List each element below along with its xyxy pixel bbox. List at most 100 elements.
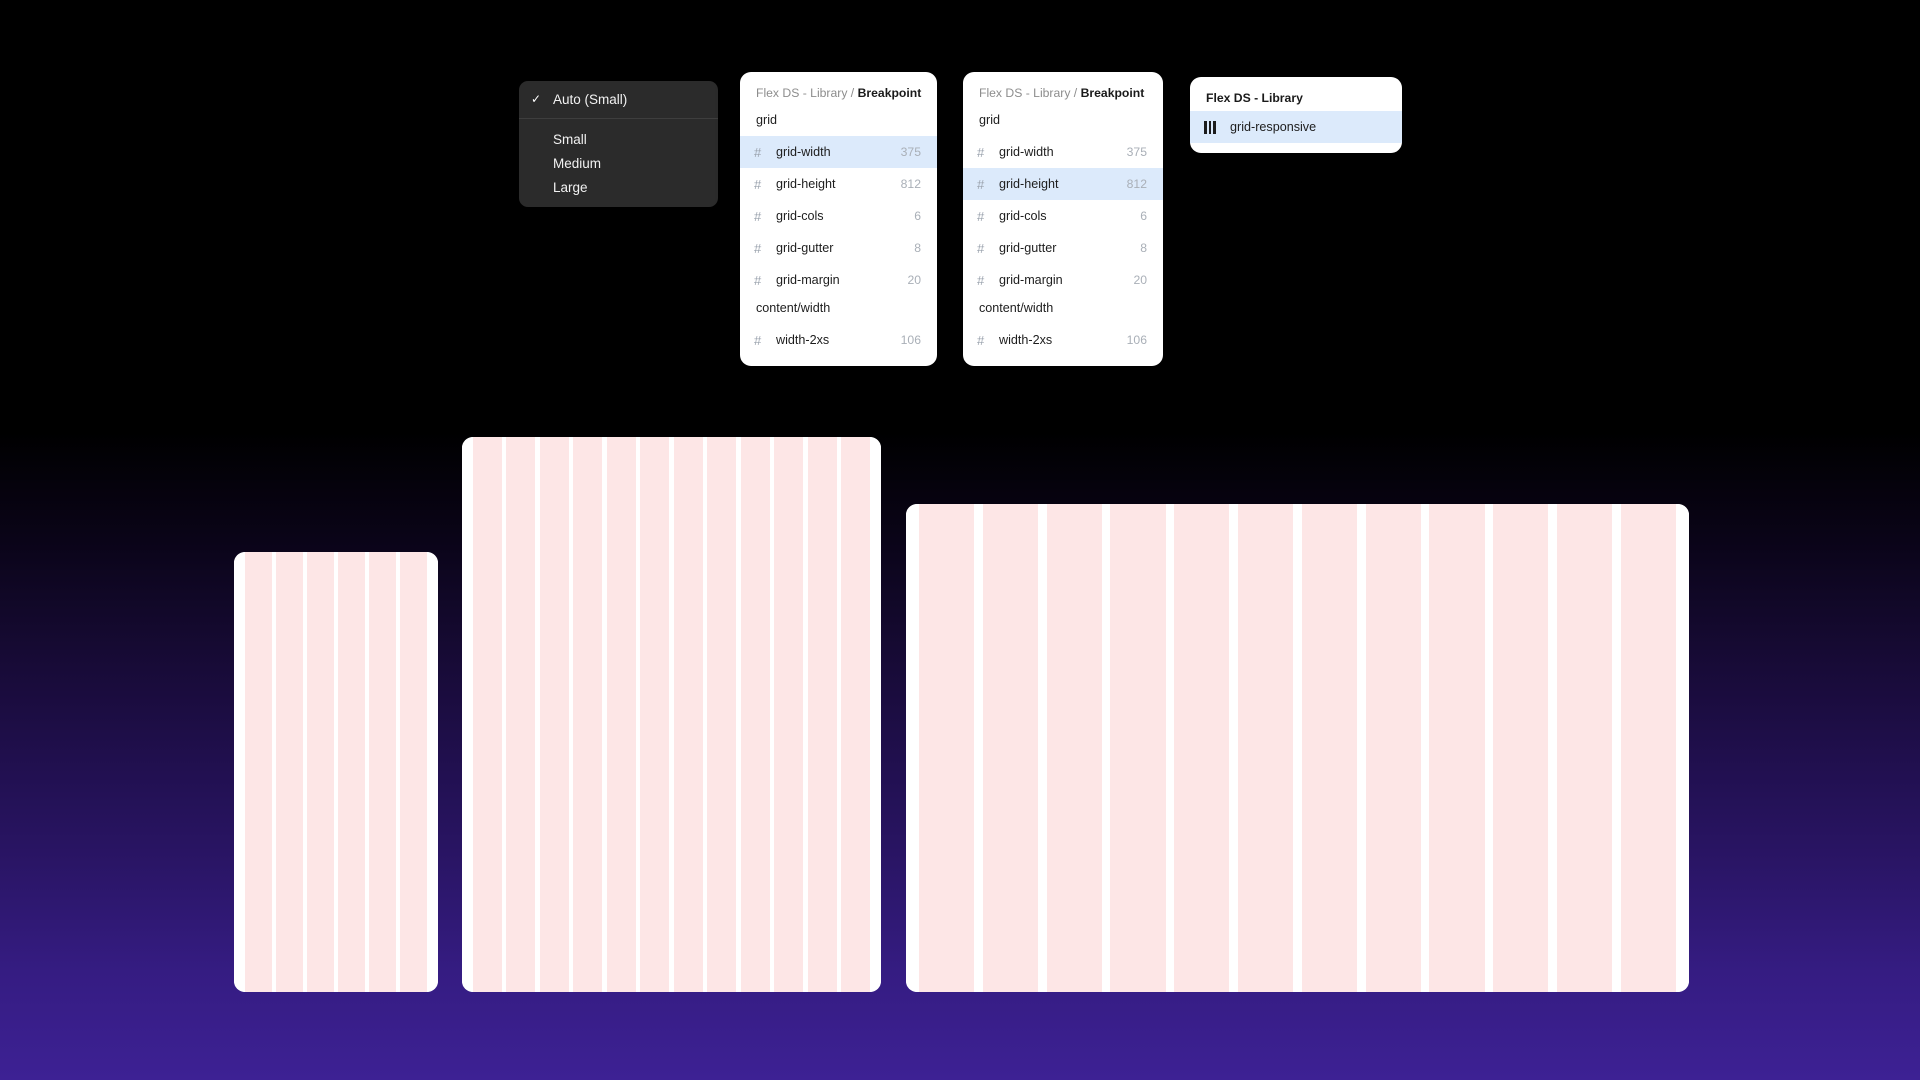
number-variable-icon: # [754,332,762,348]
grid-margin [1675,504,1689,992]
variable-name: grid-width [776,145,831,159]
variable-row[interactable]: # grid-height 812 [740,168,937,200]
grid-gutter [502,437,507,992]
variable-group-label: grid [979,113,1000,127]
collection-name: grid-responsive [1230,120,1317,134]
variable-row[interactable]: # width-2xs 106 [963,324,1163,356]
grid-column [919,504,975,992]
menu-item-small[interactable]: Small [519,127,718,151]
variable-value[interactable]: 375 [1126,145,1147,159]
menu-separator [519,118,718,119]
collection-panel-title: Flex DS - Library [1206,91,1303,105]
check-icon: ✓ [531,92,542,106]
number-variable-icon: # [977,144,985,160]
menu-item-label: Medium [553,155,602,171]
variable-name: width-2xs [776,333,830,347]
number-variable-icon: # [977,240,985,256]
number-variable-icon: # [977,332,985,348]
variables-collection-panel[interactable]: Flex DS - Library grid-responsive [1190,77,1402,153]
grid-column [573,437,603,992]
variable-name: grid-margin [776,273,840,287]
variable-name: grid-cols [999,209,1047,223]
number-variable-icon: # [977,176,985,192]
variable-value[interactable]: 8 [1140,241,1147,255]
grid-column [369,552,396,992]
grid-frame-small[interactable] [234,552,438,992]
collection-bars-icon [1204,120,1220,134]
grid-margin [906,504,920,992]
number-variable-icon: # [754,272,762,288]
grid-column [1238,504,1294,992]
variable-value[interactable]: 8 [914,241,921,255]
variable-row[interactable]: # grid-width 375 [740,136,937,168]
menu-item-large[interactable]: Large [519,175,718,199]
number-variable-icon: # [754,240,762,256]
grid-column [275,552,303,992]
variable-row[interactable]: # width-2xs 106 [740,324,937,356]
variable-row[interactable]: # grid-margin 20 [740,264,937,296]
grid-column [307,552,334,992]
collection-row[interactable]: grid-responsive [1190,111,1402,143]
menu-item-medium[interactable]: Medium [519,151,718,175]
grid-column [640,437,670,992]
variable-name: width-2xs [999,333,1053,347]
variable-row[interactable]: # grid-cols 6 [740,200,937,232]
grid-gutter [271,552,276,992]
grid-gutter [836,437,842,992]
variable-value[interactable]: 106 [1126,333,1147,347]
grid-column [1365,504,1421,992]
grid-gutter [1229,504,1239,992]
grid-gutter [602,437,607,992]
variable-value[interactable]: 6 [914,209,921,223]
variable-value[interactable]: 106 [900,333,921,347]
variable-value[interactable]: 812 [1126,177,1147,191]
grid-column [338,552,365,992]
variable-group-label: grid [756,113,777,127]
variable-name: grid-cols [776,209,824,223]
grid-gutter [333,552,339,992]
variable-value[interactable]: 375 [900,145,921,159]
grid-column [1557,504,1613,992]
grid-frame-large[interactable] [906,504,1689,992]
grid-column [1301,504,1357,992]
grid-gutter [1420,504,1430,992]
grid-frame-medium[interactable] [462,437,881,992]
grid-column [244,552,272,992]
grid-gutter [1612,504,1621,992]
grid-column [1174,504,1230,992]
number-variable-icon: # [754,144,762,160]
variable-value[interactable]: 20 [1133,273,1147,287]
grid-margin [870,437,881,992]
variable-value[interactable]: 6 [1140,209,1147,223]
grid-gutter [1165,504,1175,992]
grid-gutter [1037,504,1047,992]
menu-item-label: Large [553,179,588,195]
variable-value[interactable]: 20 [907,273,921,287]
number-variable-icon: # [754,176,762,192]
grid-gutter [302,552,308,992]
number-variable-icon: # [754,208,762,224]
grid-gutter [1101,504,1111,992]
grid-gutter [669,437,674,992]
variable-row[interactable]: # grid-gutter 8 [963,232,1163,264]
grid-margin [427,552,438,992]
grid-gutter [736,437,741,992]
variable-name: grid-gutter [999,241,1057,255]
variable-row[interactable]: # grid-gutter 8 [740,232,937,264]
variable-group-label: content/width [979,301,1054,315]
grid-column [1429,504,1485,992]
menu-item-auto-small[interactable]: ✓Auto (Small) [519,87,718,111]
variable-name: grid-height [776,177,836,191]
variable-value[interactable]: 812 [900,177,921,191]
grid-column [1110,504,1166,992]
variable-name: grid-gutter [776,241,834,255]
grid-gutter [396,552,401,992]
